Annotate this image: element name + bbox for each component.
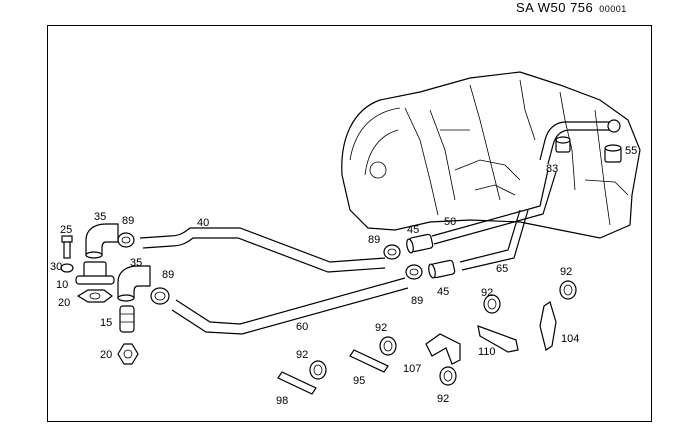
- label-35: 35: [130, 257, 142, 269]
- bracket-104: [539, 301, 557, 351]
- hose-45-lower: [428, 259, 456, 279]
- elbow-35-b: [117, 265, 151, 302]
- label-40: 40: [197, 217, 209, 229]
- cooler-line-upper: [539, 121, 610, 165]
- label-89: 89: [122, 215, 134, 227]
- clip-92-c: [439, 366, 457, 386]
- label-95: 95: [353, 375, 365, 387]
- clip-92-a: [309, 360, 327, 380]
- connector-55: [604, 119, 622, 163]
- clip-92-b: [379, 336, 397, 356]
- label-107: 107: [403, 363, 421, 375]
- label-89: 89: [411, 295, 423, 307]
- clamp-89-b: [150, 287, 170, 305]
- adapter-10: [75, 261, 115, 285]
- clamp-89-c: [383, 244, 401, 260]
- fitting-15: [119, 305, 135, 333]
- label-50: 50: [444, 216, 456, 228]
- line-60: [171, 277, 409, 335]
- label-89: 89: [368, 234, 380, 246]
- line-40: [139, 227, 386, 273]
- clip-92-d: [483, 294, 501, 314]
- label-30: 30: [50, 261, 62, 273]
- label-92: 92: [296, 349, 308, 361]
- label-104: 104: [561, 333, 579, 345]
- bolt-25: [61, 235, 73, 259]
- label-20: 20: [100, 349, 112, 361]
- bracket-110: [477, 325, 519, 353]
- label-45: 45: [407, 224, 419, 236]
- diagram-frame: [47, 25, 652, 422]
- label-15: 15: [100, 317, 112, 329]
- label-92: 92: [437, 393, 449, 405]
- washer-30: [60, 263, 74, 273]
- label-98: 98: [276, 395, 288, 407]
- label-10: 10: [56, 279, 68, 291]
- connector-83: [555, 136, 571, 153]
- label-35: 35: [94, 211, 106, 223]
- part-labels: 25 35 89 40 30 35 89 10 20 15 20 60 89 4…: [50, 145, 637, 407]
- gasket-20-a: [76, 289, 113, 303]
- bracket-98: [277, 371, 317, 395]
- drawing-number: 00001: [599, 4, 627, 14]
- line-50: [431, 169, 557, 245]
- label-92: 92: [481, 287, 493, 299]
- hose-45-upper: [406, 233, 434, 254]
- label-92: 92: [560, 266, 572, 278]
- drawing-code: SA W50 756 00001: [516, 0, 627, 15]
- label-20: 20: [58, 297, 70, 309]
- label-60: 60: [296, 321, 308, 333]
- bracket-107: [425, 333, 461, 365]
- label-92: 92: [375, 322, 387, 334]
- label-83: 83: [546, 163, 558, 175]
- clip-92-e: [559, 280, 577, 300]
- label-89: 89: [162, 269, 174, 281]
- label-25: 25: [60, 224, 72, 236]
- clamp-89-d: [405, 264, 423, 280]
- label-65: 65: [496, 263, 508, 275]
- label-110: 110: [478, 346, 496, 358]
- drawing-code-text: SA W50 756: [516, 0, 594, 15]
- elbow-35-a: [85, 223, 119, 259]
- clamp-89-a: [117, 232, 135, 248]
- gasket-20-b: [117, 343, 139, 365]
- bracket-95: [349, 349, 389, 373]
- label-55: 55: [625, 145, 637, 157]
- line-65: [459, 209, 529, 271]
- label-45: 45: [437, 286, 449, 298]
- transmission-housing: [341, 71, 641, 239]
